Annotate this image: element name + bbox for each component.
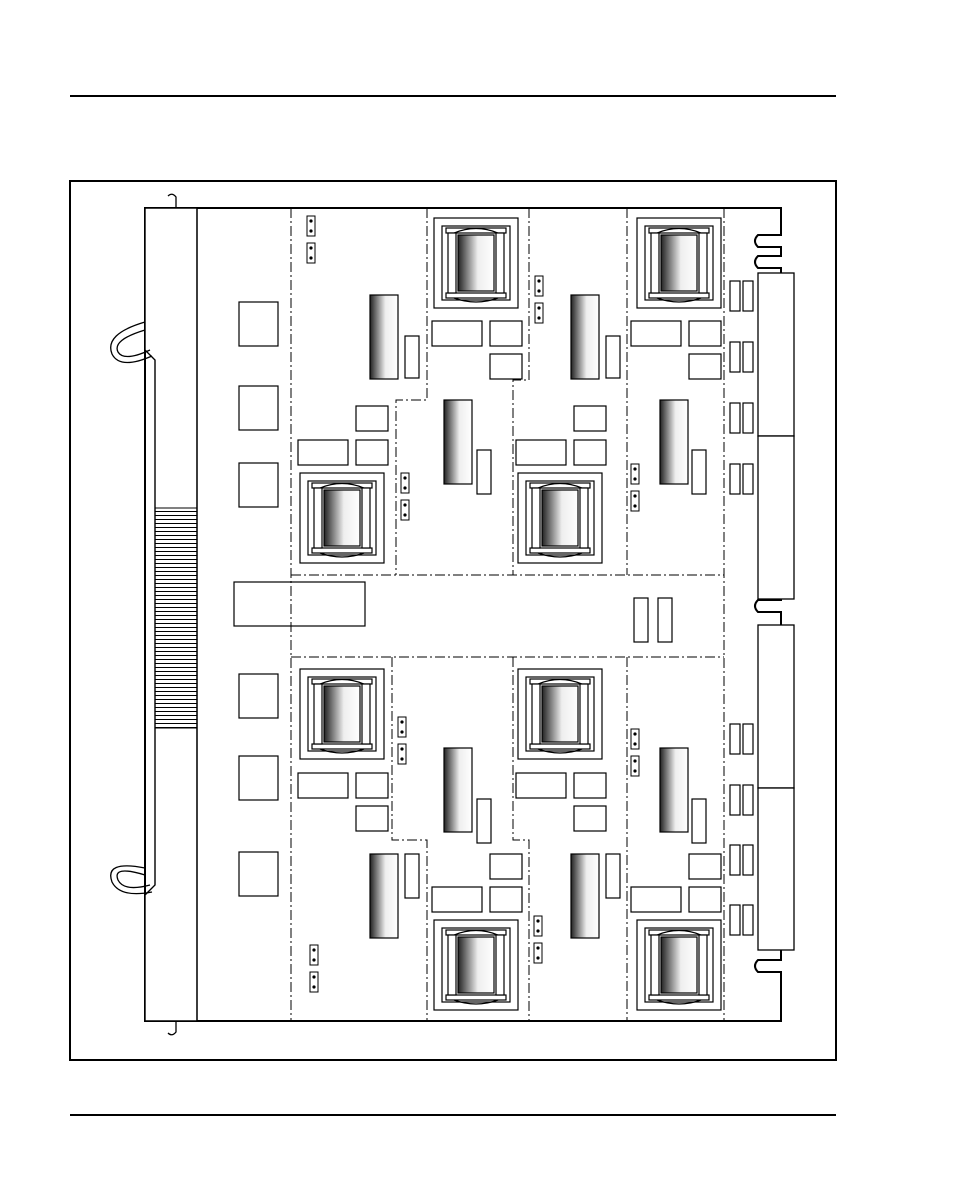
edge-connector [155, 508, 197, 728]
footer-rule [70, 1114, 836, 1116]
label-area [234, 582, 365, 626]
